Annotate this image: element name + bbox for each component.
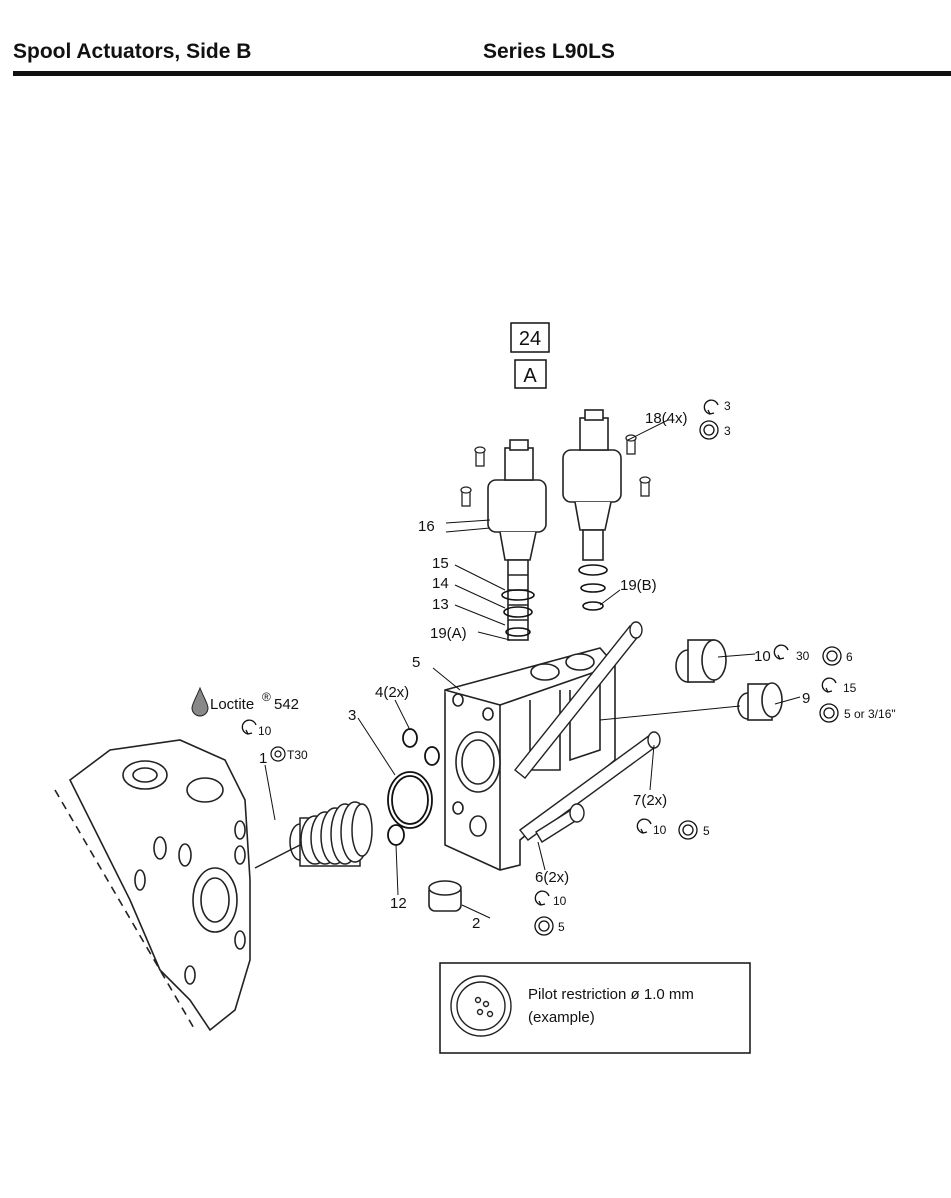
hex-size-icon-9 xyxy=(819,703,839,723)
torque-icon-6 xyxy=(534,890,550,906)
hex-size-18: 3 xyxy=(724,424,731,438)
torque-value-6: 10 xyxy=(553,894,567,908)
cap xyxy=(428,880,462,912)
o-ring-small-pair xyxy=(402,728,440,766)
plug-small xyxy=(737,682,783,721)
callout-4: 4(2x) xyxy=(375,684,409,701)
callout-6: 6(2x) xyxy=(535,869,569,886)
callout-19a: 19(A) xyxy=(430,625,467,642)
pilot-restriction-icon xyxy=(450,975,512,1037)
hex-size-icon-6 xyxy=(534,916,554,936)
valve-section-housing xyxy=(54,739,251,1032)
leader-lines xyxy=(264,419,801,919)
torque-value-7: 10 xyxy=(653,823,667,837)
torque-icon-18 xyxy=(703,399,719,415)
reference-page-number: 24 xyxy=(519,328,541,350)
loctite-registered: ® xyxy=(262,690,271,704)
callout-15: 15 xyxy=(432,555,449,572)
hex-size-6: 5 xyxy=(558,920,565,934)
torque-value-1: 10 xyxy=(258,724,272,738)
note-line-2: (example) xyxy=(528,1009,595,1026)
drop-icon xyxy=(191,686,209,717)
callout-7: 7(2x) xyxy=(633,792,667,809)
reference-section-letter: A xyxy=(523,365,537,387)
callout-1: 1 xyxy=(259,750,267,767)
reference-box-page: 24 xyxy=(510,322,550,353)
callout-14: 14 xyxy=(432,575,449,592)
torque-icon-1 xyxy=(241,719,257,735)
spring-actuator-part xyxy=(254,801,373,869)
callout-5: 5 xyxy=(412,654,420,671)
torque-value-10: 30 xyxy=(796,649,810,663)
callout-18: 18(4x) xyxy=(645,410,688,427)
loctite-callout: Loctite ® 542 xyxy=(191,686,299,717)
hex-size-9: 5 or 3/16" xyxy=(844,707,896,721)
o-ring-pilot xyxy=(387,824,405,846)
solenoid-screws xyxy=(460,434,651,507)
o-ring-large xyxy=(387,771,433,829)
callout-10: 10 xyxy=(754,648,771,665)
plug-large xyxy=(675,639,727,683)
loctite-number: 542 xyxy=(274,696,299,713)
hex-size-icon-18 xyxy=(699,420,719,440)
torque-icon-10 xyxy=(773,644,789,660)
loctite-label: Loctite xyxy=(210,696,254,713)
hex-size-10: 6 xyxy=(846,650,853,664)
callout-13: 13 xyxy=(432,596,449,613)
callout-3: 3 xyxy=(348,707,356,724)
hex-size-7: 5 xyxy=(703,824,710,838)
header-rule xyxy=(13,71,951,76)
torque-icon-9 xyxy=(821,677,837,693)
note-line-1: Pilot restriction ø 1.0 mm xyxy=(528,986,694,1003)
hex-size-icon-10 xyxy=(822,646,842,666)
callout-19b: 19(B) xyxy=(620,577,657,594)
tool-size-1: T30 xyxy=(287,748,308,762)
callout-12: 12 xyxy=(390,895,407,912)
torque-value-18: 3 xyxy=(724,399,731,413)
seal-stack xyxy=(501,564,608,637)
callout-2: 2 xyxy=(472,915,480,932)
torx-icon xyxy=(270,746,286,762)
page-title: Spool Actuators, Side B xyxy=(13,40,252,63)
pilot-restriction-note: Pilot restriction ø 1.0 mm (example) xyxy=(439,962,751,1054)
reference-box-section: A xyxy=(514,359,547,389)
series-label: Series L90LS xyxy=(483,40,615,63)
callout-16: 16 xyxy=(418,518,435,535)
torque-value-9: 15 xyxy=(843,681,857,695)
callout-9: 9 xyxy=(802,690,810,707)
solenoid-right xyxy=(562,409,622,561)
hex-size-icon-7 xyxy=(678,820,698,840)
torque-icon-7 xyxy=(636,818,652,834)
solenoid-left xyxy=(487,439,547,641)
